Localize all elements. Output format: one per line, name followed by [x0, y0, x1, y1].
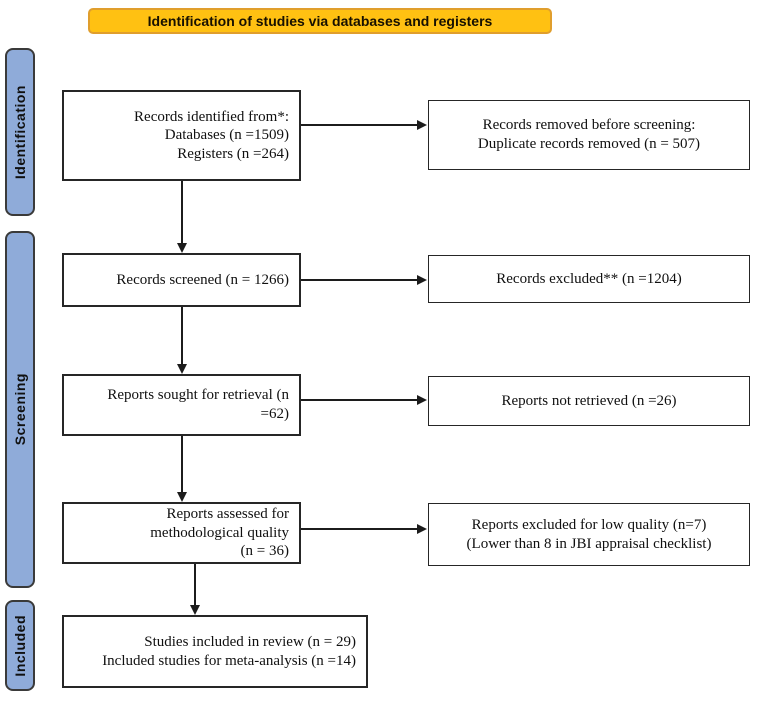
box-text-line: Reports sought for retrieval (n — [107, 387, 289, 404]
box-text-line: Included studies for meta-analysis (n =1… — [102, 652, 356, 669]
box-text-line: Records identified from*: — [134, 108, 289, 125]
box-records-identified: Records identified from*: Databases (n =… — [62, 90, 301, 181]
box-text-line: Duplicate records removed (n = 507) — [477, 136, 701, 152]
arrow-sought-to-not-retrieved — [301, 394, 427, 406]
box-records-excluded: Records excluded** (n =1204) — [428, 255, 750, 303]
arrow-identified-to-removed — [301, 119, 427, 131]
box-text-line: Reports excluded for low quality (n=7) — [471, 516, 707, 533]
stage-label-text: Included — [12, 614, 28, 677]
box-text-line: Records screened (n = 1266) — [116, 271, 289, 288]
arrow-shaft — [181, 436, 183, 494]
box-text-line: Registers (n =264) — [177, 145, 289, 162]
box-records-screened: Records screened (n = 1266) — [62, 253, 301, 307]
box-text-line: =62) — [260, 406, 289, 422]
box-text-line: Records removed before screening: — [482, 117, 696, 134]
arrow-head-right-icon — [417, 524, 427, 534]
box-reports-sought: Reports sought for retrieval (n =62) — [62, 374, 301, 436]
box-text-line: methodological quality — [150, 524, 289, 541]
arrow-shaft — [301, 399, 419, 401]
box-text-line: (n = 36) — [240, 543, 289, 560]
banner-identification-via-databases: Identification of studies via databases … — [88, 8, 552, 34]
arrow-head-right-icon — [417, 275, 427, 285]
stage-label-included: Included — [5, 600, 35, 691]
arrow-head-down-icon — [177, 243, 187, 253]
banner-label: Identification of studies via databases … — [147, 13, 493, 29]
arrow-head-down-icon — [190, 605, 200, 615]
arrow-assessed-to-excluded-low-quality — [301, 523, 427, 535]
stage-label-screening: Screening — [5, 231, 35, 588]
arrow-screened-to-excluded — [301, 274, 427, 286]
arrow-shaft — [301, 279, 419, 281]
stage-label-text: Identification — [12, 84, 28, 180]
arrow-head-right-icon — [417, 395, 427, 405]
arrow-shaft — [301, 124, 419, 126]
arrow-shaft — [301, 528, 419, 530]
arrow-sought-to-assessed — [176, 436, 188, 502]
arrow-identified-to-screened — [176, 181, 188, 253]
box-records-removed: Records removed before screening: Duplic… — [428, 100, 750, 170]
box-reports-assessed: Reports assessed for methodological qual… — [62, 502, 301, 564]
box-reports-excluded-low-quality: Reports excluded for low quality (n=7) (… — [428, 503, 750, 566]
box-studies-included: Studies included in review (n = 29) Incl… — [62, 615, 368, 688]
box-reports-not-retrieved: Reports not retrieved (n =26) — [428, 376, 750, 426]
arrow-assessed-to-included — [189, 564, 201, 615]
arrow-head-right-icon — [417, 120, 427, 130]
arrow-head-down-icon — [177, 492, 187, 502]
arrow-shaft — [194, 564, 196, 607]
arrow-shaft — [181, 307, 183, 366]
box-text-line: Reports not retrieved (n =26) — [501, 392, 677, 409]
box-text-line: (Lower than 8 in JBI appraisal checklist… — [466, 535, 712, 552]
arrow-screened-to-sought — [176, 307, 188, 374]
box-text-line: Reports assessed for — [166, 506, 289, 523]
stage-label-text: Screening — [12, 373, 28, 446]
stage-label-identification: Identification — [5, 48, 35, 216]
box-text-line: Studies included in review (n = 29) — [144, 633, 356, 650]
arrow-shaft — [181, 181, 183, 245]
arrow-head-down-icon — [177, 364, 187, 374]
box-text-line: Databases (n =1509) — [164, 127, 289, 144]
box-text-line: Records excluded** (n =1204) — [496, 270, 682, 287]
